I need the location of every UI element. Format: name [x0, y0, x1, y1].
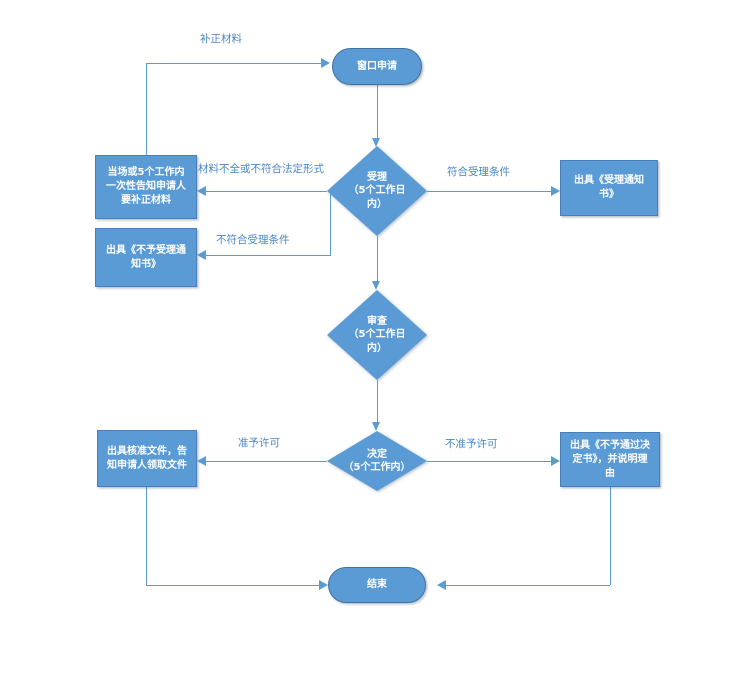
node-deny-doc: 出具《不予通过决 定书》，并说明理 由 — [560, 432, 660, 487]
node-accept-label: 受理 （5个工作日 内） — [348, 171, 406, 210]
connector-fix-horizontal — [146, 63, 321, 64]
node-end: 结束 — [328, 567, 426, 603]
arrowhead-into-notify-icon — [197, 186, 206, 196]
node-reject-notice: 出具《不予受理通 知书》 — [95, 228, 197, 287]
connector-review-to-decide — [377, 380, 378, 422]
node-reject-notice-label: 出具《不予受理通 知书》 — [106, 244, 186, 270]
node-decide-wrap: 决定 （5个工作内） — [327, 431, 427, 491]
connector-approve-end-horizontal — [146, 585, 319, 586]
connector-accept-reject-vertical — [330, 191, 331, 255]
node-approve-doc-label: 出具核准文件，告 知申请人领取文件 — [107, 445, 187, 471]
node-deny-doc-label: 出具《不予通过决 定书》，并说明理 由 — [570, 439, 650, 479]
arrowhead-into-approve-icon — [197, 456, 206, 466]
node-review-wrap: 审查 （5个工作日 内） — [327, 290, 427, 380]
edge-label-incomplete: 材料不全或不符合法定形式 — [198, 163, 324, 175]
node-accept: 受理 （5个工作日 内） — [327, 146, 427, 236]
arrowhead-into-review-icon — [372, 281, 380, 290]
node-review-label: 审查 （5个工作日 内） — [348, 315, 406, 354]
node-accept-wrap: 受理 （5个工作日 内） — [327, 146, 427, 236]
arrowhead-into-end-right-icon — [437, 580, 446, 590]
arrowhead-into-start-icon — [321, 58, 330, 68]
connector-fix-vertical — [146, 63, 147, 155]
connector-accept-to-review — [377, 236, 378, 281]
edge-label-meet: 符合受理条件 — [447, 166, 510, 178]
node-review: 审查 （5个工作日 内） — [327, 290, 427, 380]
node-notify-fix-label: 当场或5个工作内 一次性告知申请人 要补正材料 — [106, 167, 186, 206]
edge-label-approved: 准予许可 — [238, 437, 280, 449]
arrowhead-into-end-left-icon — [319, 580, 328, 590]
connector-start-to-accept — [377, 85, 378, 138]
arrowhead-into-accept-icon — [372, 138, 380, 147]
connector-decide-to-approve — [206, 461, 327, 462]
connector-decide-to-deny — [427, 461, 551, 462]
node-decide-label: 决定 （5个工作内） — [343, 448, 411, 474]
connector-deny-end-vertical — [610, 487, 611, 585]
connector-accept-to-notify — [206, 191, 327, 192]
edge-label-not-approved: 不准予许可 — [445, 438, 498, 450]
node-approve-doc: 出具核准文件，告 知申请人领取文件 — [97, 430, 197, 487]
arrowhead-into-deny-icon — [551, 456, 560, 466]
arrowhead-into-notice-icon — [551, 186, 560, 196]
node-decide: 决定 （5个工作内） — [327, 431, 427, 491]
connector-accept-to-notice — [427, 191, 552, 192]
node-accept-notice: 出具《受理通知 书》 — [560, 160, 658, 216]
arrowhead-into-reject-icon — [197, 250, 206, 260]
connector-approve-end-vertical — [146, 487, 147, 585]
arrowhead-into-decide-icon — [372, 422, 380, 431]
node-start-label: 窗口申请 — [357, 60, 397, 72]
node-start: 窗口申请 — [332, 48, 422, 85]
connector-accept-reject-horizontal — [206, 255, 331, 256]
node-notify-fix: 当场或5个工作内 一次性告知申请人 要补正材料 — [95, 155, 197, 219]
edge-label-not-meet: 不符合受理条件 — [216, 234, 290, 246]
connector-deny-end-horizontal — [446, 585, 610, 586]
node-accept-notice-label: 出具《受理通知 书》 — [574, 175, 644, 200]
node-end-label: 结束 — [367, 579, 387, 590]
edge-label-fix-materials: 补正材料 — [200, 33, 242, 45]
